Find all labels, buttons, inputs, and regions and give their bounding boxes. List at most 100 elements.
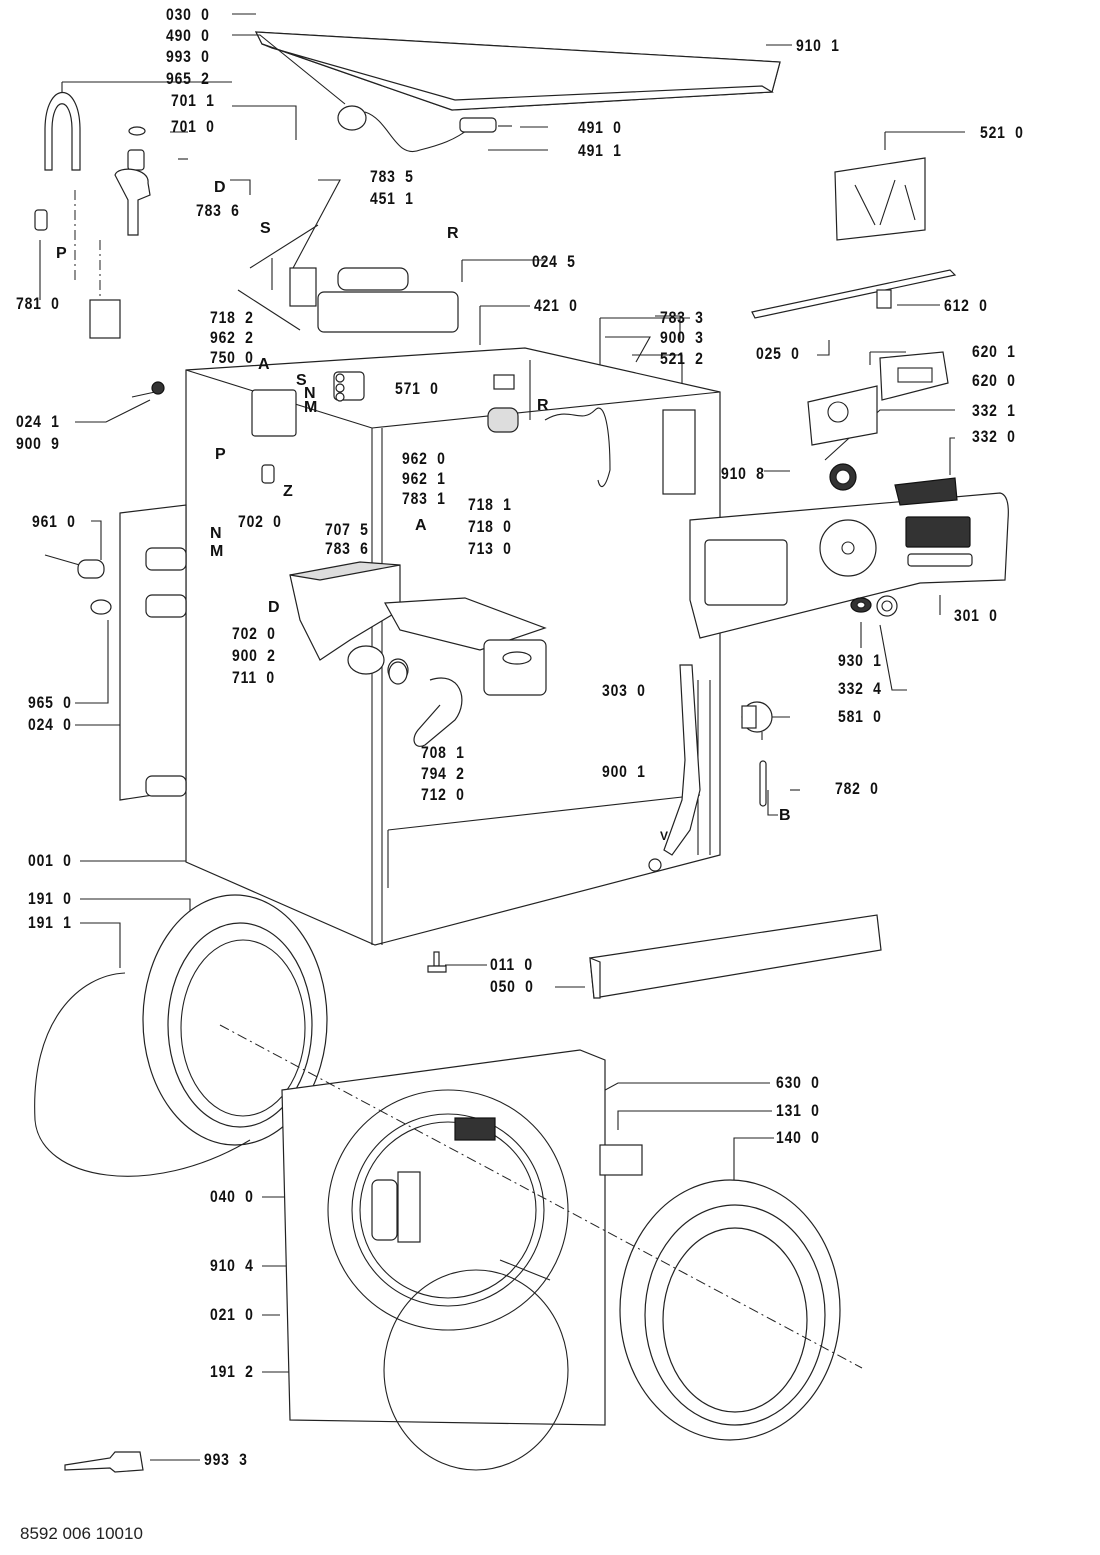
part-label-712-0: 712 0 bbox=[421, 785, 465, 804]
connector-letter-s: S bbox=[260, 220, 271, 237]
part-label-701-1: 701 1 bbox=[171, 91, 215, 110]
part-label-910-1: 910 1 bbox=[796, 36, 840, 55]
filter-housing-part bbox=[89, 299, 121, 339]
part-label-701-0: 701 0 bbox=[171, 117, 215, 136]
part-label-191-2: 191 2 bbox=[210, 1362, 254, 1381]
part-label-900-1: 900 1 bbox=[602, 762, 646, 781]
capacitor-part bbox=[487, 407, 519, 433]
part-label-962-0: 962 0 bbox=[402, 449, 446, 468]
filter-box-part bbox=[251, 389, 297, 437]
part-label-040-0: 040 0 bbox=[210, 1187, 254, 1206]
part-label-521-0: 521 0 bbox=[980, 123, 1024, 142]
part-label-011-0: 011 0 bbox=[490, 955, 533, 974]
module-board-part bbox=[662, 409, 696, 495]
front-panel-part bbox=[281, 1049, 606, 1426]
part-label-490-0: 490 0 bbox=[166, 26, 210, 45]
door-lock-part bbox=[454, 1117, 496, 1141]
part-label-783-1: 783 1 bbox=[402, 489, 446, 508]
bellows-hose-part bbox=[388, 661, 463, 747]
panel-rail-part bbox=[751, 269, 957, 319]
part-label-024-5: 024 5 bbox=[532, 252, 576, 271]
connector-letter-b: B bbox=[779, 807, 791, 824]
power-cord-part bbox=[337, 105, 512, 153]
connector-letter-a: A bbox=[258, 356, 270, 373]
part-label-024-0: 024 0 bbox=[28, 715, 72, 734]
part-label-491-0: 491 0 bbox=[578, 118, 622, 137]
inlet-valve-part bbox=[333, 371, 365, 402]
part-label-421-0: 421 0 bbox=[534, 296, 578, 315]
part-label-718-2: 718 2 bbox=[210, 308, 254, 327]
part-label-910-8: 910 8 bbox=[721, 464, 765, 483]
part-label-332-0: 332 0 bbox=[972, 427, 1016, 446]
part-label-191-0: 191 0 bbox=[28, 889, 72, 908]
drain-hose-part bbox=[544, 407, 611, 488]
part-label-900-9: 900 9 bbox=[16, 434, 60, 453]
document-number: 8592 006 10010 bbox=[20, 1524, 143, 1543]
display-boards-part bbox=[807, 351, 949, 446]
door-axis-line bbox=[219, 1024, 863, 1369]
part-label-910-4: 910 4 bbox=[210, 1256, 254, 1275]
part-label-707-5: 707 5 bbox=[325, 520, 369, 539]
connector-letter-m: M bbox=[210, 543, 224, 560]
part-label-620-1: 620 1 bbox=[972, 342, 1016, 361]
part-label-191-1: 191 1 bbox=[28, 913, 72, 932]
door-hinge-part bbox=[371, 1171, 421, 1243]
part-label-521-2: 521 2 bbox=[660, 349, 704, 368]
part-label-993-0: 993 0 bbox=[166, 47, 210, 66]
door-hinge-block-part bbox=[599, 1144, 643, 1176]
inlet-hose-part bbox=[34, 91, 101, 300]
part-label-451-1: 451 1 bbox=[370, 189, 414, 208]
kickplate-part bbox=[589, 914, 882, 999]
part-label-900-2: 900 2 bbox=[232, 646, 276, 665]
part-label-782-0: 782 0 bbox=[835, 779, 879, 798]
side-panel-part bbox=[119, 504, 187, 801]
part-label-620-0: 620 0 bbox=[972, 371, 1016, 390]
part-label-702-0b: 702 0 bbox=[232, 624, 276, 643]
part-label-332-4: 332 4 bbox=[838, 679, 882, 698]
part-label-571-0: 571 0 bbox=[395, 379, 439, 398]
part-label-708-1: 708 1 bbox=[421, 743, 465, 762]
connector-letter-r-hose: R bbox=[537, 397, 549, 414]
part-label-783-3: 783 3 bbox=[660, 308, 704, 327]
connector-letter-s-valve: S bbox=[296, 372, 307, 389]
part-label-702-0a: 702 0 bbox=[238, 512, 282, 531]
cabinet-body-part bbox=[185, 347, 721, 946]
clip-part bbox=[151, 381, 165, 395]
adjustable-foot-part bbox=[427, 951, 447, 973]
part-label-301-0: 301 0 bbox=[954, 606, 998, 625]
detergent-drawer-part bbox=[384, 597, 547, 696]
heater-assembly-part bbox=[289, 267, 459, 333]
part-label-711-0: 711 0 bbox=[232, 668, 275, 687]
part-label-021-0: 021 0 bbox=[210, 1305, 254, 1324]
part-label-993-3: 993 3 bbox=[204, 1450, 248, 1469]
part-label-131-0: 131 0 bbox=[776, 1101, 820, 1120]
main-board-part bbox=[834, 157, 926, 241]
part-label-783-5: 783 5 bbox=[370, 167, 414, 186]
part-label-713-0: 713 0 bbox=[468, 539, 512, 558]
connector-letter-z: Z bbox=[283, 483, 293, 500]
connector-letter-v: V bbox=[660, 829, 669, 843]
part-label-612-0: 612 0 bbox=[944, 296, 988, 315]
connector-letter-p: P bbox=[56, 245, 67, 262]
part-label-001-0: 001 0 bbox=[28, 851, 72, 870]
pressure-tube-part bbox=[759, 760, 767, 807]
connector-letter-r: R bbox=[447, 225, 459, 242]
knob-parts bbox=[850, 595, 898, 617]
pressure-switch-part bbox=[741, 701, 773, 740]
part-label-930-1: 930 1 bbox=[838, 651, 882, 670]
part-label-025-0: 025 0 bbox=[756, 344, 800, 363]
siphon-part bbox=[114, 126, 151, 236]
connector-letter-p-box: P bbox=[215, 446, 226, 463]
top-cover-part bbox=[255, 31, 781, 111]
part-label-900-3: 900 3 bbox=[660, 328, 704, 347]
part-label-794-2: 794 2 bbox=[421, 764, 465, 783]
wire-clamp-part bbox=[383, 1259, 569, 1471]
part-label-024-1: 024 1 bbox=[16, 412, 60, 431]
door-assembly-part bbox=[619, 1179, 841, 1441]
part-label-718-0: 718 0 bbox=[468, 517, 512, 536]
part-label-718-1: 718 1 bbox=[468, 495, 512, 514]
front-bracket-part bbox=[663, 664, 701, 856]
connector-letter-n: N bbox=[210, 525, 222, 542]
